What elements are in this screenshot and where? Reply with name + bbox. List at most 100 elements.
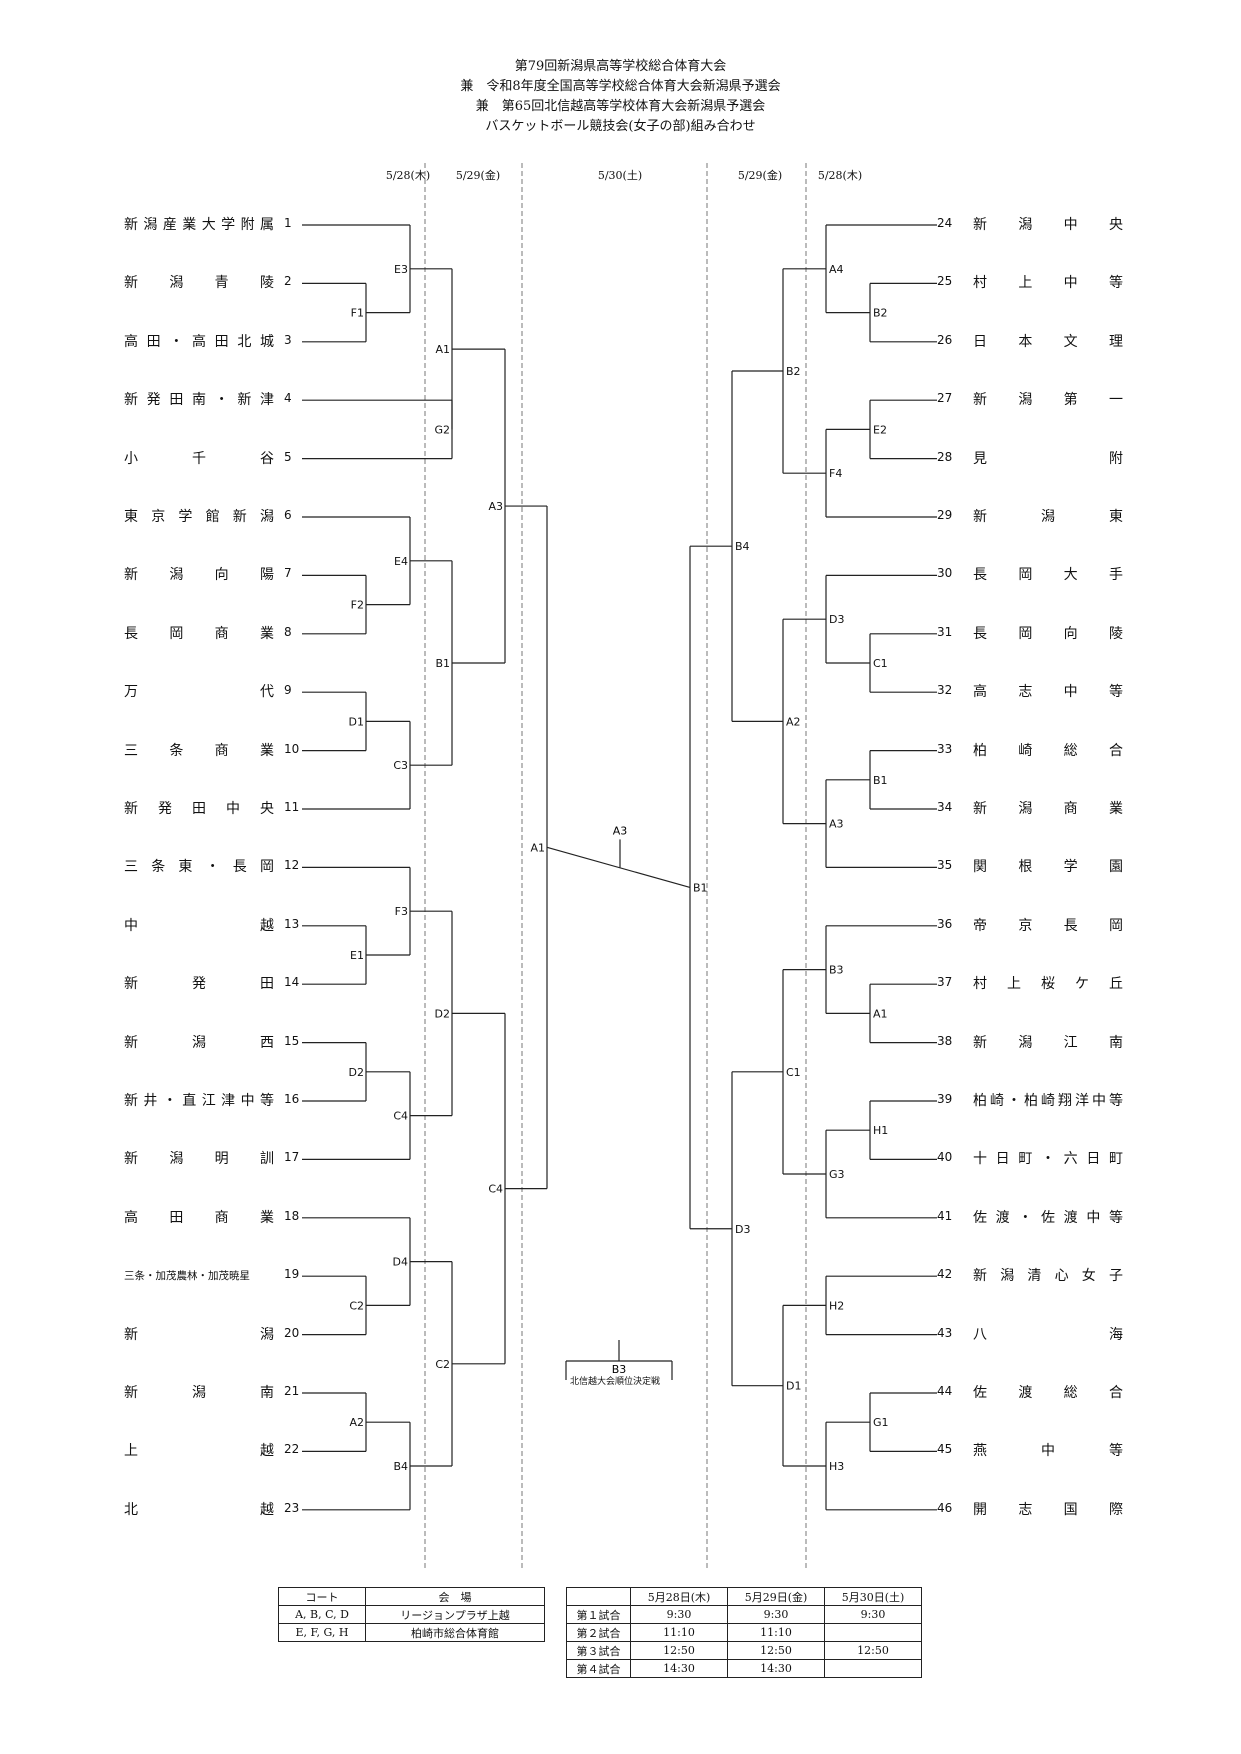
match-label: F2 — [351, 599, 364, 612]
match-label: C2 — [435, 1358, 450, 1371]
match-label: B2 — [873, 307, 888, 320]
team-number: 9 — [284, 683, 292, 698]
match-label: F1 — [351, 307, 364, 320]
team-name: 新井・直江津中等 — [124, 1093, 274, 1109]
team-number: 1 — [284, 216, 292, 230]
team-number: 17 — [284, 1150, 300, 1165]
team-number: 43 — [937, 1325, 953, 1340]
match-label: C3 — [393, 759, 408, 772]
match-label: H1 — [873, 1124, 888, 1137]
match-label: F3 — [395, 905, 408, 918]
schedule-time — [824, 1623, 922, 1642]
schedule-game-label: 第４試合 — [566, 1659, 631, 1678]
match-label: E1 — [350, 949, 364, 962]
date-left-round1: 5/28(木) — [385, 169, 431, 182]
schedule-header-cell: 5月28日(木) — [630, 1587, 728, 1606]
match-label: B4 — [393, 1460, 408, 1473]
team-name: 長岡商業 — [124, 625, 274, 642]
third-place-note: 北信越大会順位決定戦 — [569, 1377, 660, 1387]
team-name: 新発田南・新津 — [124, 392, 274, 409]
match-label: B1 — [873, 774, 888, 787]
team-number: 4 — [284, 391, 292, 406]
team-number: 44 — [937, 1384, 953, 1398]
match-label: C4 — [393, 1110, 408, 1123]
team-name: 新潟第一 — [973, 392, 1123, 409]
schedule-time: 11:10 — [727, 1623, 825, 1642]
schedule-time: 9:30 — [824, 1605, 922, 1624]
match-label: A3 — [488, 500, 503, 513]
match-label: D2 — [435, 1007, 450, 1020]
team-name: 万代 — [124, 684, 274, 701]
team-number: 38 — [937, 1033, 953, 1048]
schedule-time: 9:30 — [630, 1605, 728, 1624]
schedule-time: 14:30 — [727, 1659, 825, 1678]
match-label: A2 — [786, 715, 801, 728]
match-label: D3 — [829, 613, 844, 626]
team-number: 11 — [284, 800, 300, 814]
match-label: C4 — [488, 1183, 503, 1196]
match-label: H2 — [829, 1299, 844, 1312]
match-label: B2 — [786, 365, 801, 378]
team-name: 八海 — [973, 1326, 1123, 1343]
match-label: G3 — [829, 1168, 845, 1181]
team-name: 新潟東 — [973, 509, 1123, 525]
team-name: 新潟青陵 — [124, 275, 274, 292]
match-label: A2 — [349, 1416, 364, 1429]
match-label: D3 — [735, 1223, 750, 1236]
venue-header-row: コート 会 場 — [278, 1587, 545, 1606]
team-name: 中越 — [124, 917, 274, 934]
team-number: 20 — [284, 1325, 300, 1340]
match-label: B1 — [693, 881, 708, 894]
schedule-time: 12:50 — [727, 1641, 825, 1660]
team-number: 37 — [937, 975, 953, 990]
match-label: B4 — [735, 540, 750, 553]
team-number: 3 — [284, 332, 292, 347]
team-name: 高田商業 — [124, 1209, 274, 1226]
team-number: 42 — [937, 1267, 953, 1282]
team-name: 高志中等 — [973, 684, 1123, 701]
header-line-3: 兼 第65回北信越高等学校体育大会新潟県予選会 — [475, 99, 766, 114]
match-label: E4 — [394, 555, 408, 568]
match-label: A1 — [530, 841, 545, 854]
team-name: 新潟明訓 — [124, 1151, 274, 1168]
match-label: G2 — [434, 423, 450, 436]
team-number: 32 — [937, 683, 953, 698]
team-number: 41 — [937, 1208, 953, 1223]
team-number: 36 — [937, 916, 953, 931]
schedule-row: 第２試合 11:10 11:10 — [566, 1623, 922, 1642]
team-name: 新潟江南 — [973, 1034, 1123, 1051]
venue-table: コート 会 場 A, B, C, D リージョンプラザ上越 E, F, G, H… — [278, 1587, 545, 1642]
venue-header-venue: 会 場 — [365, 1587, 545, 1606]
team-name: 新潟産業大学附属 — [124, 217, 274, 233]
team-number: 6 — [284, 508, 292, 522]
match-label: B3 — [829, 964, 844, 977]
schedule-time: 12:50 — [630, 1641, 728, 1660]
team-number: 45 — [937, 1442, 953, 1457]
third-place-label: B3 — [612, 1363, 627, 1376]
team-number: 27 — [937, 391, 953, 406]
team-number: 10 — [284, 741, 300, 756]
schedule-header-cell: 5月29日(金) — [727, 1587, 825, 1606]
venue-row: E, F, G, H 柏崎市総合体育館 — [278, 1623, 545, 1642]
schedule-header-row: 5月28日(木) 5月29日(金) 5月30日(土) — [566, 1587, 922, 1606]
team-name: 新潟向陽 — [124, 567, 274, 584]
schedule-row: 第１試合 9:30 9:30 9:30 — [566, 1605, 922, 1624]
team-name: 三条・加茂農林・加茂暁星 — [124, 1270, 250, 1283]
team-number: 35 — [937, 858, 953, 873]
match-label: G1 — [873, 1416, 889, 1429]
header-line-4: バスケットボール競技会(女子の部)組み合わせ — [485, 119, 756, 134]
header-line-2: 兼 令和8年度全国高等学校総合体育大会新潟県予選会 — [460, 79, 781, 94]
match-label: A3 — [829, 818, 844, 831]
team-number: 14 — [284, 975, 300, 990]
schedule-row: 第３試合 12:50 12:50 12:50 — [566, 1641, 922, 1660]
match-label: C1 — [873, 657, 888, 670]
team-number: 24 — [937, 216, 953, 230]
team-name: 長岡向陵 — [973, 625, 1123, 642]
schedule-game-label: 第３試合 — [566, 1641, 631, 1660]
date-right-round1: 5/28(木) — [817, 169, 863, 182]
schedule-time: 14:30 — [630, 1659, 728, 1678]
schedule-header-cell — [566, 1587, 631, 1606]
team-number: 25 — [937, 274, 953, 289]
team-name: 村上中等 — [973, 275, 1123, 292]
team-name: 見附 — [973, 450, 1123, 467]
